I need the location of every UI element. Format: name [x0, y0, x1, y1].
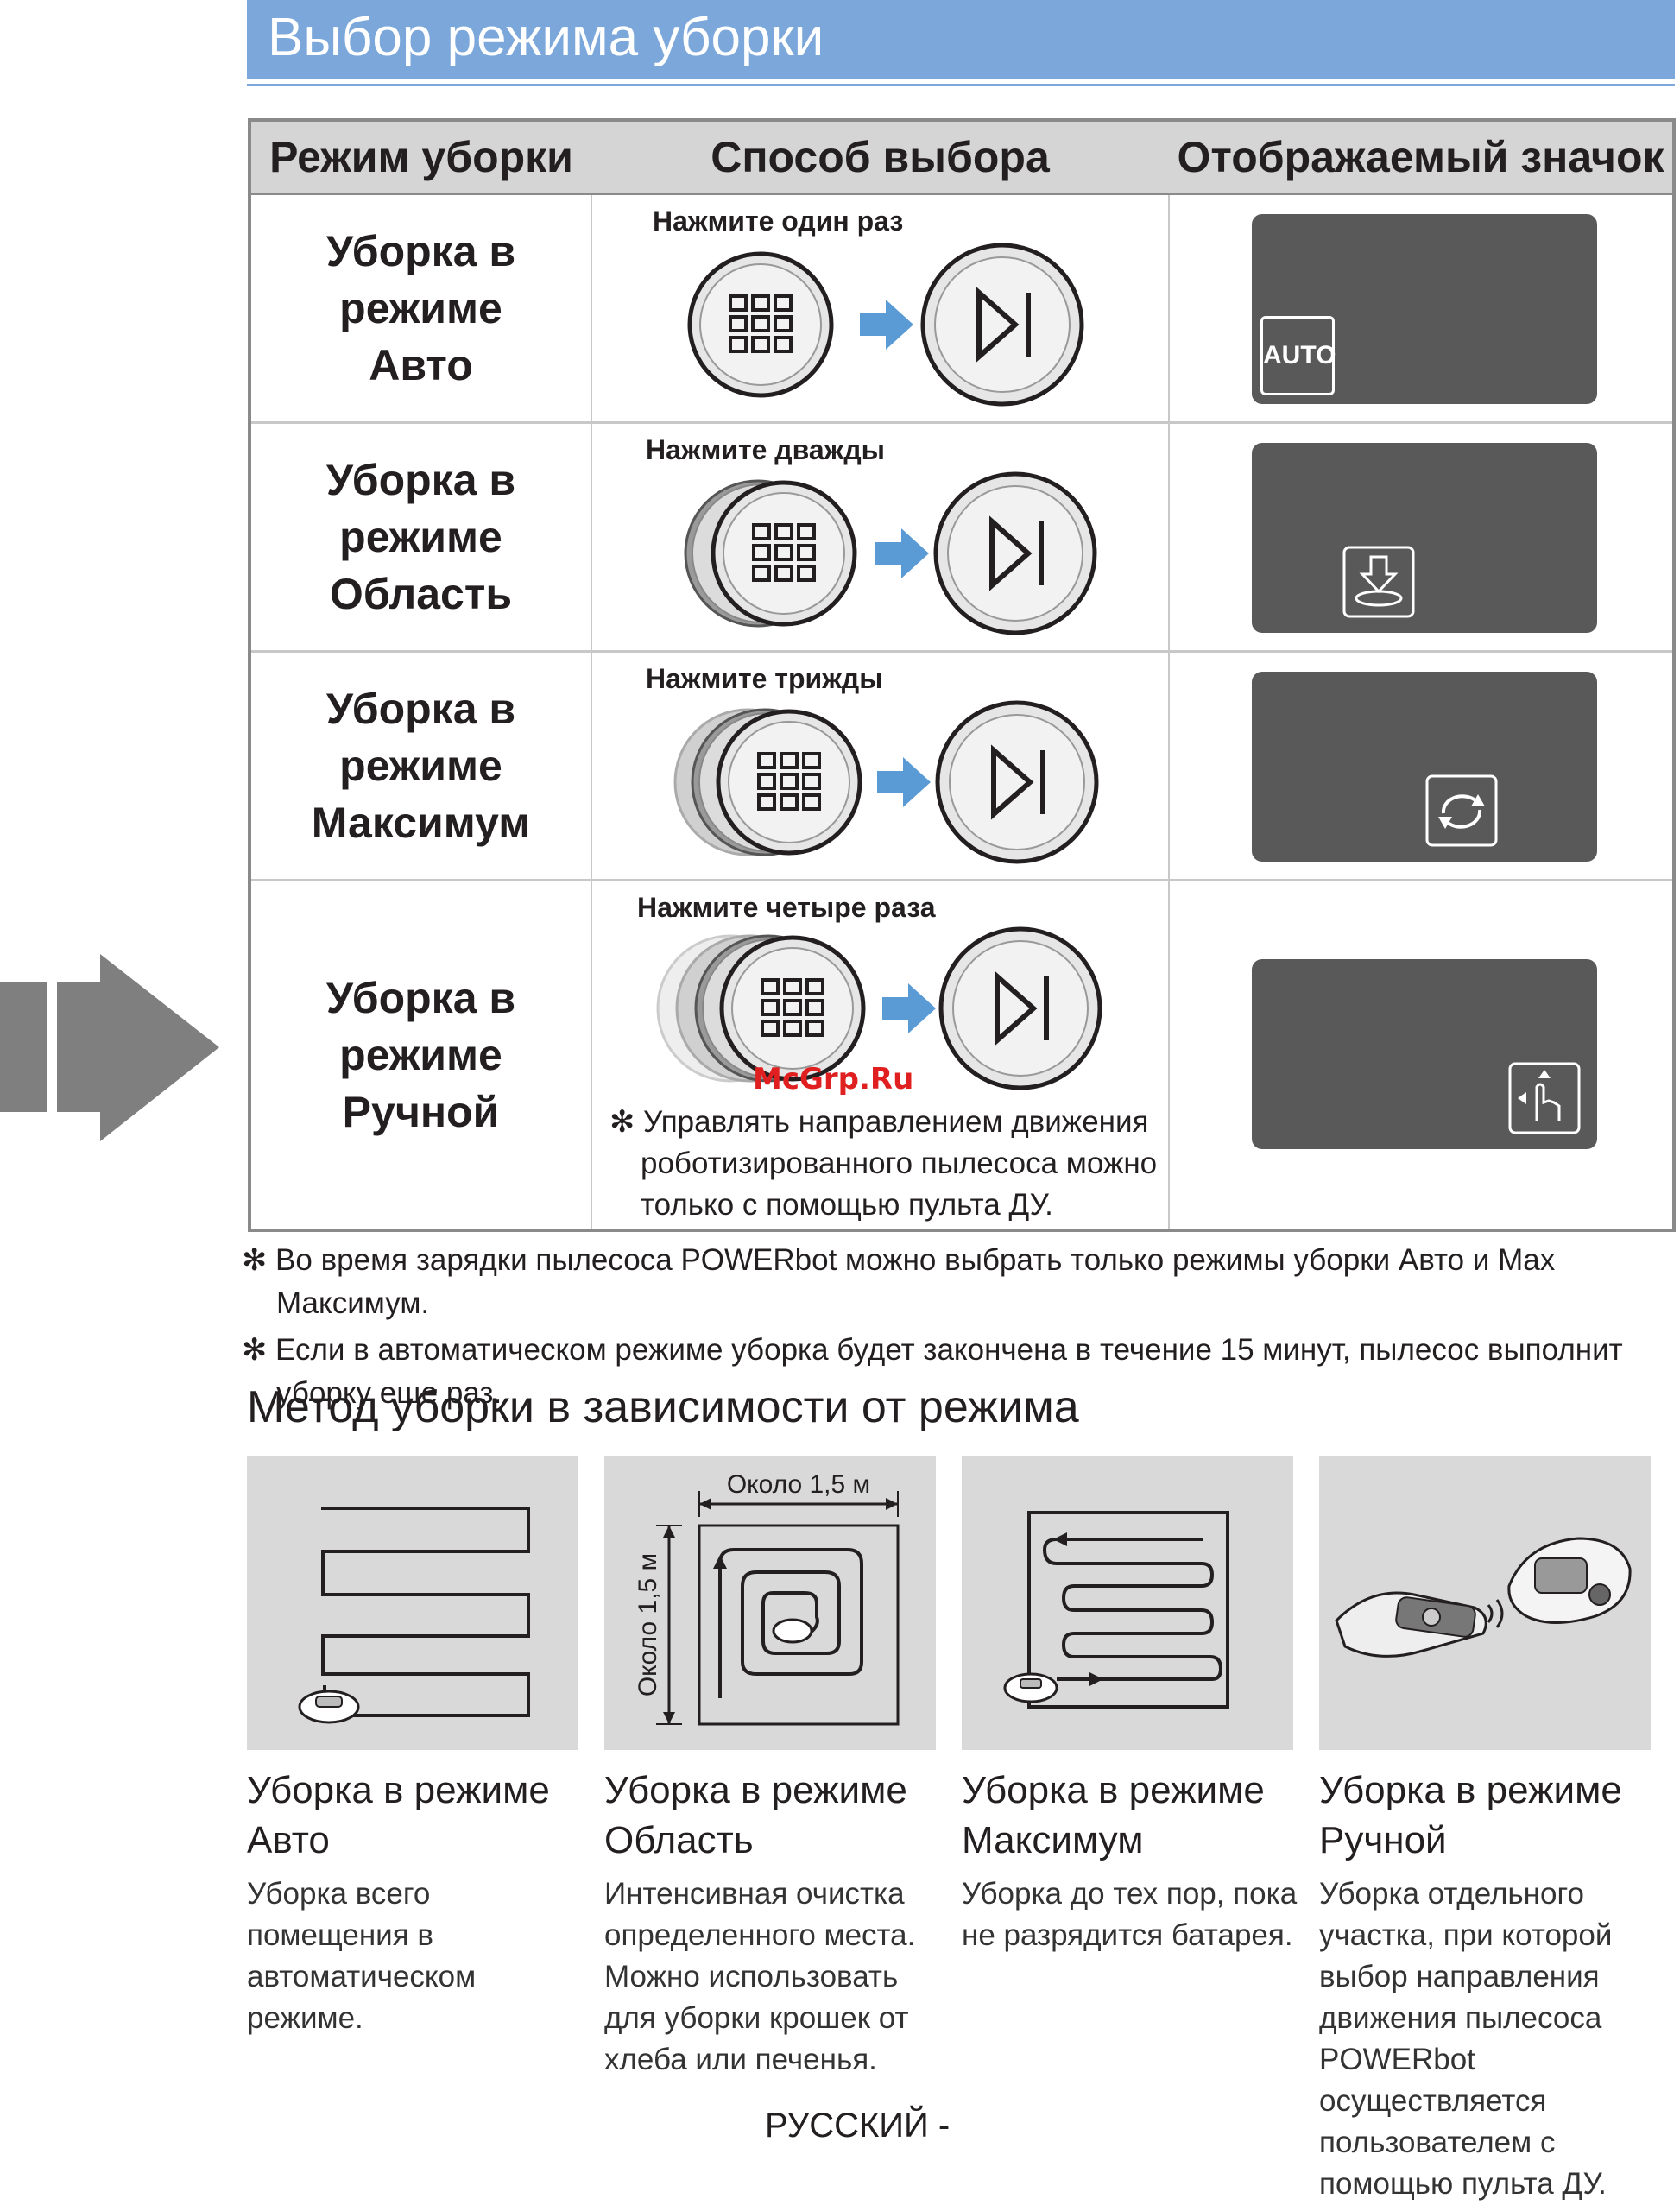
- button-sequence: [656, 926, 1102, 1090]
- mode-button-icon: [716, 709, 862, 856]
- spot-pattern-panel: Около 1,5 м Около 1,5 м: [604, 1456, 936, 1750]
- arrow-right-icon: [882, 983, 936, 1033]
- side-arrow-icon: [0, 954, 219, 1141]
- robot-vacuum-icon: [1507, 1537, 1632, 1624]
- play-pause-button-icon: [920, 243, 1084, 407]
- arrow-right-icon: [875, 528, 929, 578]
- robot-vacuum-icon: [772, 1618, 813, 1644]
- play-pause-button-icon: [935, 700, 1099, 864]
- mode-name: Уборка в режиме Авто: [325, 227, 516, 389]
- robot-vacuum-icon: [298, 1690, 360, 1724]
- table-row: Уборка в режиме Максимум Нажмите трижды: [249, 650, 1674, 881]
- manual-mode-note: ✻ Управлять направлением движения роботи…: [609, 1105, 1158, 1222]
- auto-pattern-panel: [247, 1456, 578, 1750]
- modes-table: Режим уборки Способ выбора Отображаемый …: [248, 118, 1676, 1232]
- button-sequence: [687, 243, 1084, 407]
- press-label: Нажмите дважды: [646, 434, 885, 465]
- max-pattern-panel: [962, 1456, 1293, 1750]
- table-row: Уборка в режиме Область Нажмите дважды: [249, 421, 1674, 652]
- mode-button-icon: [719, 935, 866, 1082]
- arrow-right-icon: [860, 300, 913, 350]
- manual-pattern-panel: [1319, 1456, 1651, 1750]
- display-screen: [1252, 443, 1597, 633]
- title-bar: Выбор режима уборки: [247, 0, 1675, 79]
- height-label: Около 1,5 м: [634, 1553, 662, 1696]
- spiral-path-diagram: Около 1,5 м Около 1,5 м: [634, 1470, 900, 1726]
- arrow-right-icon: [877, 757, 931, 807]
- table-row: Уборка в режиме Авто Нажмите один раз: [249, 193, 1674, 423]
- mode-name: Уборка в режиме Максимум: [311, 685, 531, 847]
- width-label: Около 1,5 м: [727, 1470, 870, 1499]
- press-label: Нажмите трижды: [646, 663, 883, 694]
- mode-button-icon: [687, 251, 834, 398]
- section-title: Метод уборки в зависимости от режима: [247, 1382, 1079, 1432]
- column-header-method: Способ выбора: [591, 120, 1169, 195]
- press-label: Нажмите четыре раза: [637, 892, 936, 923]
- method-title-spot: Уборка в режиме Область: [604, 1769, 907, 1861]
- table-row: Уборка в режиме Ручной Нажмите четыре ра…: [249, 879, 1674, 1230]
- mode-name: Уборка в режиме Ручной: [325, 973, 516, 1136]
- column-header-mode: Режим уборки: [249, 120, 591, 195]
- column-header-icon: Отображаемый значок: [1169, 120, 1674, 195]
- remote-control-icon: [1335, 1591, 1487, 1658]
- footnote: ✻ Если в автоматическом режиме уборка бу…: [242, 1333, 1623, 1410]
- serpentine-path-diagram: [1003, 1511, 1229, 1709]
- auto-icon: AUTO: [1260, 316, 1336, 395]
- method-title-auto: Уборка в режиме Авто: [247, 1769, 550, 1861]
- robot-vacuum-icon: [1003, 1672, 1058, 1703]
- zigzag-path-diagram: [298, 1507, 530, 1724]
- play-pause-button-icon: [938, 926, 1102, 1090]
- repeat-icon: [1425, 774, 1498, 847]
- method-desc-manual: Уборка отдельного участка, при которой в…: [1319, 1877, 1613, 2201]
- display-screen: AUTO: [1252, 214, 1597, 404]
- manual-hand-icon: [1508, 1062, 1581, 1134]
- method-desc-max: Уборка до тех пор, пока не разрядится ба…: [962, 1877, 1298, 1952]
- display-screen: [1252, 959, 1597, 1149]
- method-desc-spot: Интенсивная очистка определенного места.…: [604, 1877, 916, 2076]
- display-screen: [1252, 672, 1597, 862]
- button-sequence: [684, 471, 1097, 635]
- footnote: ✻ Во время зарядки пылесоса POWERbot мож…: [242, 1243, 1556, 1320]
- button-sequence: [673, 700, 1099, 864]
- remote-control-illustration: [1335, 1537, 1632, 1658]
- method-title-max: Уборка в режиме Максимум: [962, 1769, 1265, 1861]
- page-title: Выбор режима уборки: [268, 8, 824, 67]
- method-desc-auto: Уборка всего помещения в автоматическом …: [247, 1877, 477, 2035]
- play-pause-button-icon: [933, 471, 1097, 635]
- spot-clean-icon: [1342, 546, 1415, 618]
- watermark: McGrp.Ru: [753, 1062, 914, 1096]
- method-title-manual: Уборка в режиме Ручной: [1319, 1769, 1622, 1861]
- press-label: Нажмите один раз: [653, 205, 904, 237]
- auto-icon-label: AUTO: [1263, 341, 1336, 370]
- mode-name: Уборка в режиме Область: [325, 456, 516, 618]
- footnotes: ✻ Во время зарядки пылесоса POWERbot мож…: [242, 1239, 1658, 1418]
- mode-button-icon: [711, 480, 857, 627]
- title-rule: [247, 84, 1675, 86]
- page-footer: РУССКИЙ -: [765, 2107, 951, 2145]
